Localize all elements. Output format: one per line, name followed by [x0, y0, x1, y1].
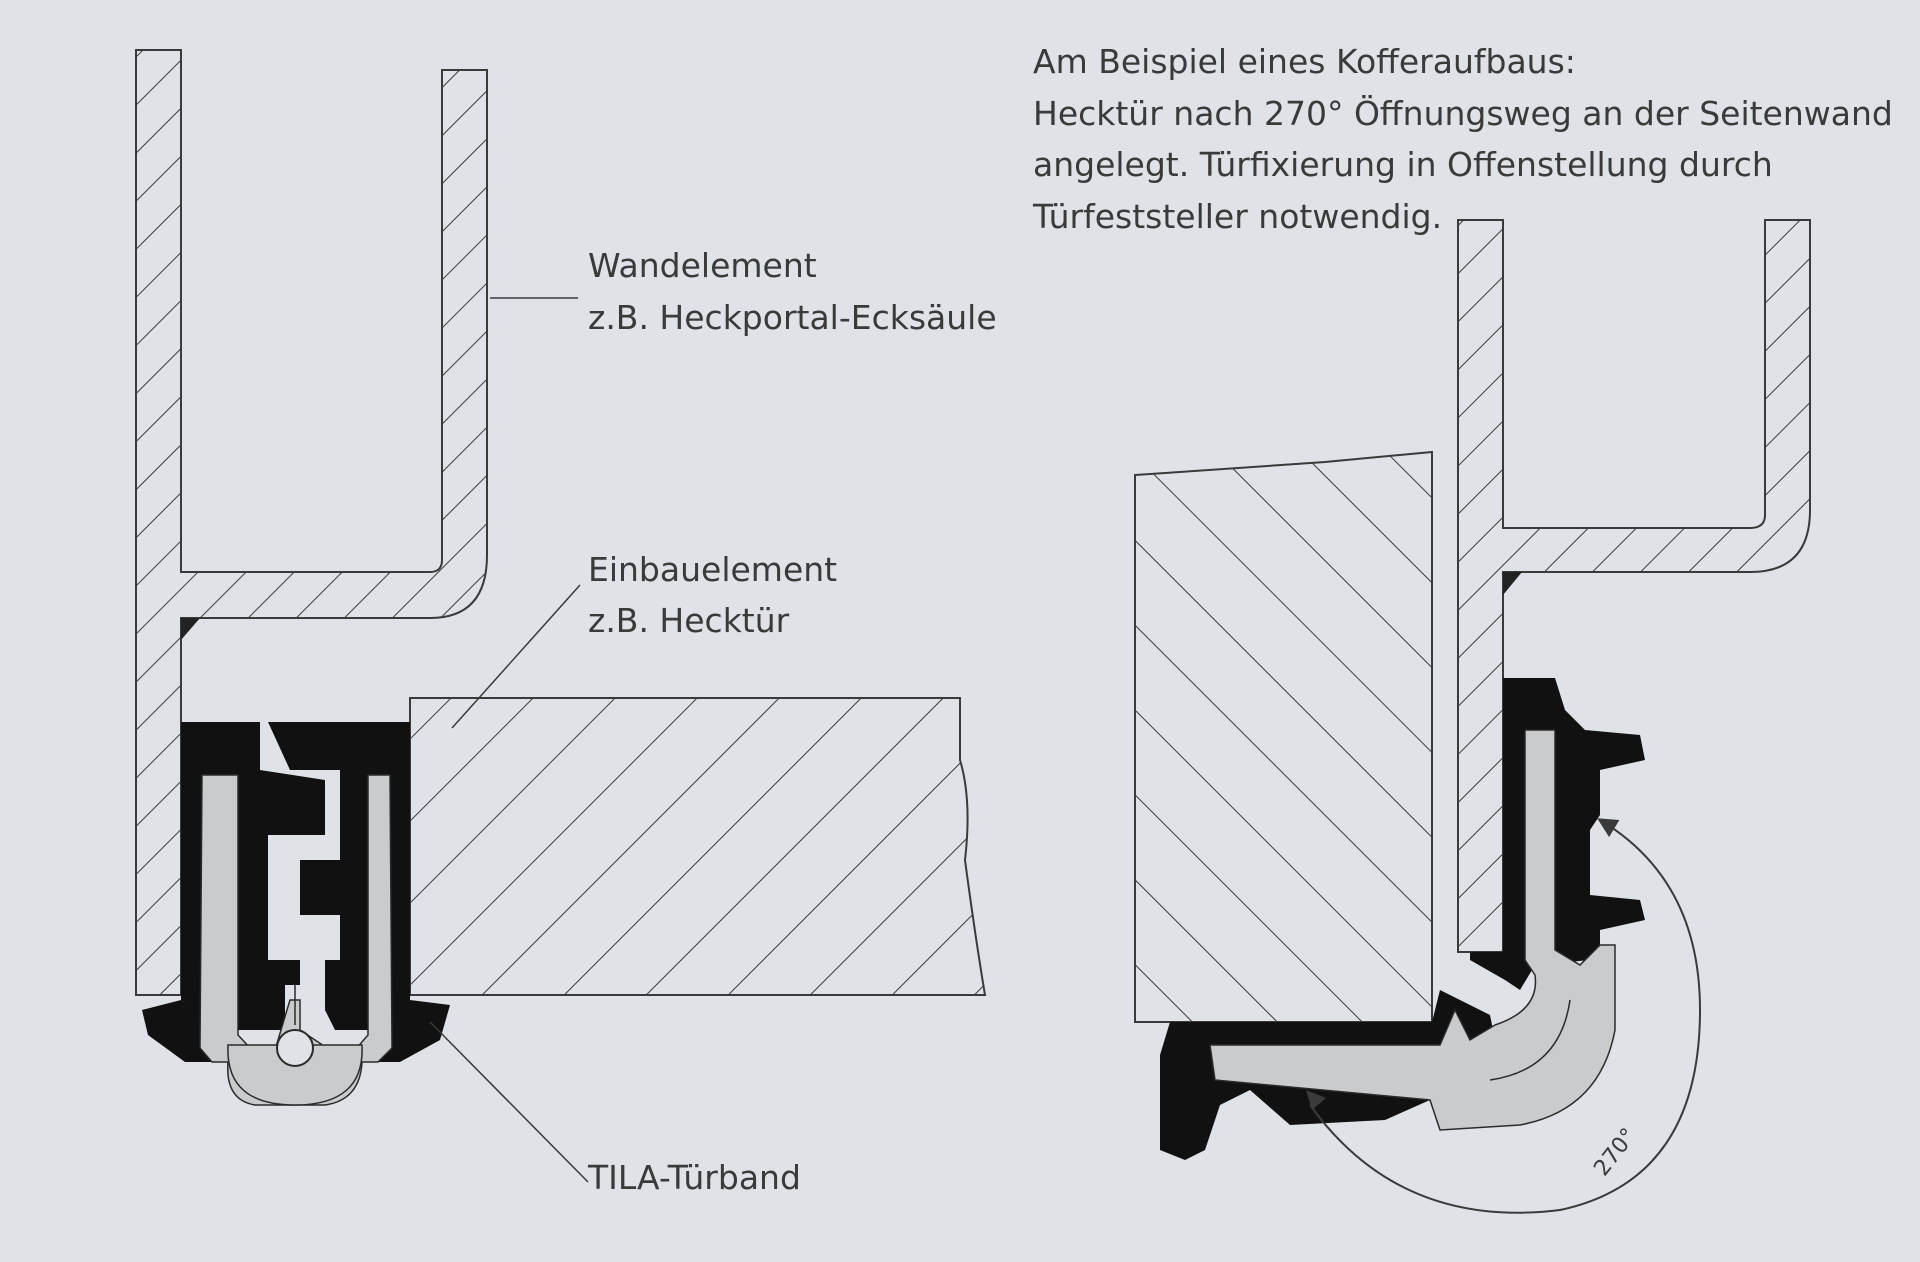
label-wall-line2: z.B. Heckportal-Ecksäule — [588, 298, 997, 337]
hinge-pin — [276, 1029, 314, 1067]
caption-line4: Türfeststeller notwendig. — [1032, 197, 1442, 236]
door-element-block — [409, 697, 987, 996]
label-wall-line1: Wandelement — [588, 246, 817, 285]
wall-element-profile — [135, 49, 488, 996]
angle-label: 270° — [1589, 1124, 1641, 1181]
left-figure: Wandelement z.B. Heckportal-Ecksäule Ein… — [135, 49, 997, 1197]
side-wall-profile — [1457, 219, 1811, 953]
label-door-line2: z.B. Hecktür — [588, 601, 790, 640]
door-block-opened — [1134, 450, 1433, 1023]
rotation-arc-start-arrow — [1306, 1090, 1326, 1110]
weld-mark — [181, 618, 200, 640]
right-figure: 270° — [1134, 219, 1811, 1214]
label-door-line1: Einbauelement — [588, 550, 837, 589]
hinge-right-upper — [1470, 678, 1645, 990]
hinge-right — [1160, 678, 1645, 1160]
hinge-right-knuckle — [1489, 999, 1571, 1081]
hinge-left — [142, 722, 450, 1106]
caption: Am Beispiel eines Kofferaufbaus: Hecktür… — [1032, 42, 1893, 236]
label-hinge: TILA-Türband — [587, 1158, 801, 1197]
rotation-arc — [1309, 818, 1702, 1214]
hinge-right-insert — [1209, 729, 1616, 1131]
leader-door — [451, 584, 581, 729]
caption-line2: Hecktür nach 270° Öffnungsweg an der Sei… — [1033, 93, 1893, 133]
hinge-knuckle — [227, 1044, 363, 1106]
caption-line3: angelegt. Türfixierung in Offenstellung … — [1033, 145, 1773, 184]
leader-hinge — [429, 1021, 589, 1183]
caption-line1: Am Beispiel eines Kofferaufbaus: — [1033, 42, 1576, 81]
weld-mark-right — [1503, 572, 1522, 595]
